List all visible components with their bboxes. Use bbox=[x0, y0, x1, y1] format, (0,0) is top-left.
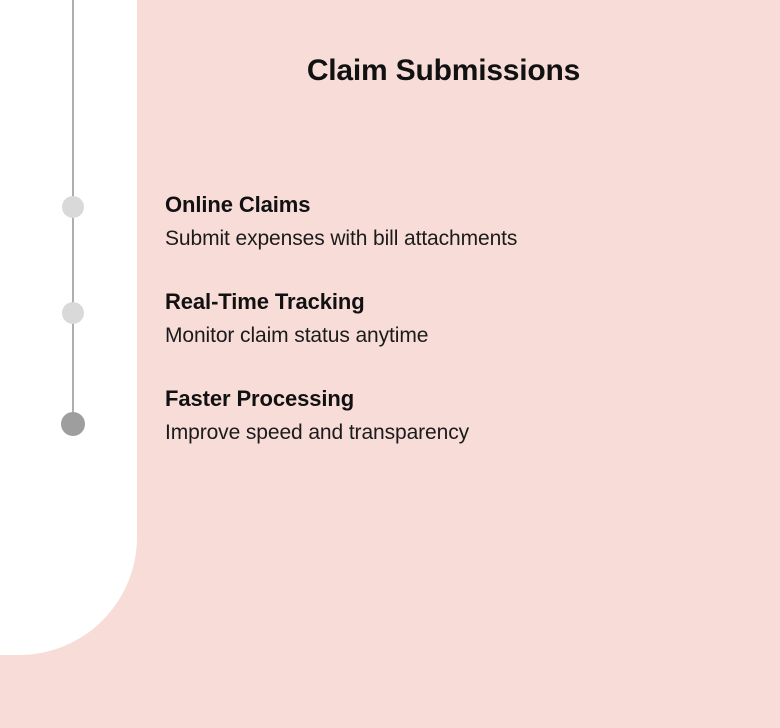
feature-heading: Online Claims bbox=[165, 192, 311, 217]
content-column: Claim Submissions Online Claims Submit e… bbox=[137, 0, 780, 728]
white-side-panel bbox=[0, 0, 137, 655]
timeline-dot-2 bbox=[62, 302, 84, 324]
feature-subtitle: Improve speed and transparency bbox=[165, 421, 470, 444]
feature-list: Online Claims Submit expenses with bill … bbox=[165, 190, 765, 448]
feature-heading: Real-Time Tracking bbox=[165, 289, 365, 314]
feature-subtitle: Monitor claim status anytime bbox=[165, 324, 429, 347]
timeline-dot-3 bbox=[61, 412, 85, 436]
feature-item-faster-processing: Faster Processing Improve speed and tran… bbox=[165, 384, 765, 448]
timeline-dot-1 bbox=[62, 196, 84, 218]
feature-item-real-time-tracking: Real-Time Tracking Monitor claim status … bbox=[165, 287, 765, 351]
timeline-rail bbox=[0, 0, 137, 728]
feature-heading: Faster Processing bbox=[165, 386, 355, 411]
page-title: Claim Submissions bbox=[306, 54, 581, 87]
feature-item-online-claims: Online Claims Submit expenses with bill … bbox=[165, 190, 765, 254]
feature-subtitle: Submit expenses with bill attachments bbox=[165, 227, 518, 250]
